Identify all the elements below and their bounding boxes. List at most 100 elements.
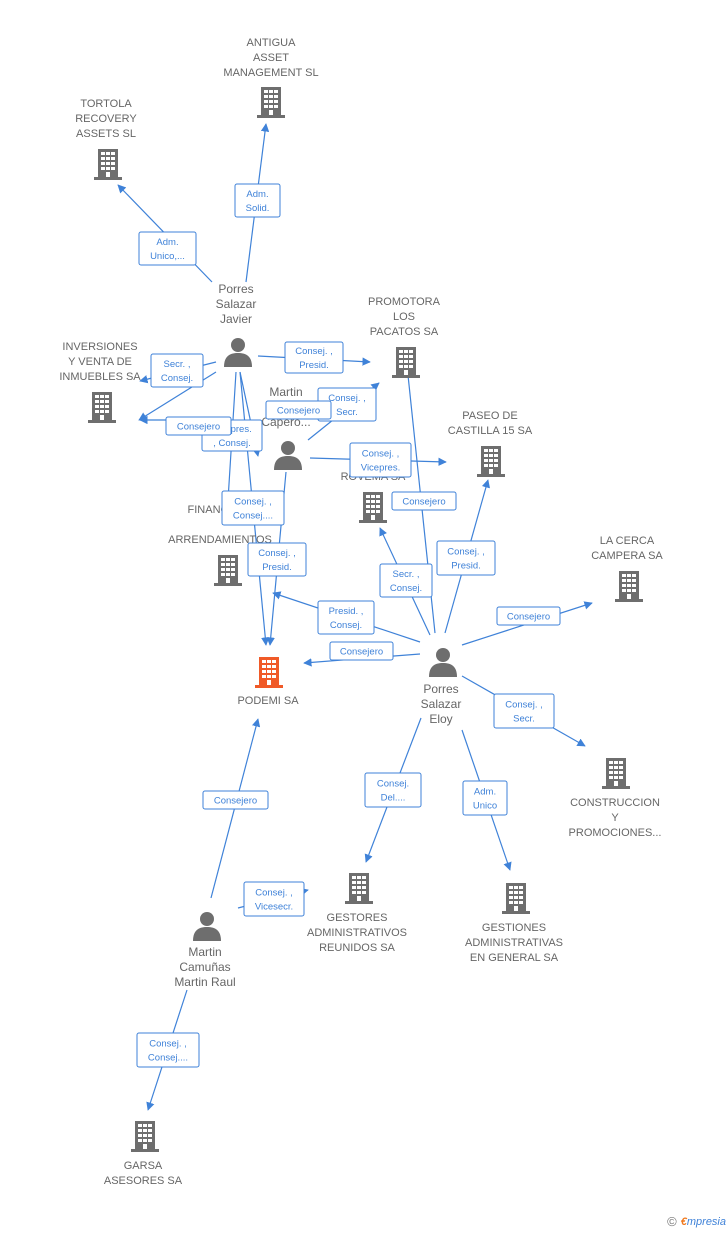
node-label-line: GESTIONES — [482, 922, 546, 934]
edge-label-box — [265, 400, 332, 420]
brand-initial: € — [680, 1215, 687, 1228]
edge-label-box — [436, 540, 496, 576]
edge-label-text: Vicepres. — [212, 424, 251, 435]
edge-label-box — [234, 183, 281, 218]
edge-label-text: , Consej. — [213, 438, 251, 449]
company-building-icon — [502, 883, 530, 914]
edge-label-eloy-to-promotora[interactable]: Consejero — [391, 491, 457, 511]
node-financiera[interactable]: FINANC — [188, 504, 229, 516]
company-building-icon — [214, 555, 242, 586]
edge-label-eloy-to-rovema[interactable]: Secr. ,Consej. — [379, 563, 433, 598]
node-label-line: PODEMI SA — [237, 695, 299, 707]
edge-label-text: Secr. , — [164, 359, 191, 370]
edge-label-text: Solid. — [246, 203, 270, 214]
company-building-icon — [392, 347, 420, 378]
edge-label-box — [496, 606, 561, 626]
node-label-line: TORTOLA — [80, 98, 132, 110]
edge-label-box — [247, 542, 307, 577]
edge-label-text: Consej. , — [255, 888, 293, 899]
edge-label-martin_c-to-paseo[interactable]: Consej. , Vicepres. — [349, 442, 412, 478]
edge-label-eloy-to-cerca[interactable]: Consejero — [496, 606, 561, 626]
edge-label-text: Adm. — [474, 787, 496, 798]
edge-label-text: Consej. , — [362, 449, 400, 460]
node-podemi[interactable]: PODEMI SA — [237, 657, 299, 707]
node-construccion[interactable]: CONSTRUCCIONYPROMOCIONES... — [569, 758, 662, 839]
edge-label-box — [202, 790, 269, 810]
node-label-line: ASSET — [253, 52, 289, 64]
empresia-logo[interactable]: €mpresia — [681, 1216, 726, 1228]
edge-label-text: Secr. — [336, 407, 358, 418]
edge-label-eloy-to-construccion[interactable]: Consej. ,Secr. — [493, 693, 555, 729]
edge-label-box — [138, 231, 197, 266]
node-label-line: INMUEBLES SA — [59, 371, 141, 383]
edge-label-javier-to-antigua[interactable]: Adm.Solid. — [234, 183, 281, 218]
node-label-line: FINANC — [188, 504, 229, 516]
edge-label-text: Consej. , — [234, 497, 272, 508]
edge-label-text: Consej.... — [148, 1053, 188, 1064]
edge-label-text: Consejero — [277, 406, 320, 417]
edge-label-box — [136, 1032, 200, 1068]
node-label-line: Martin Raul — [174, 975, 235, 989]
focus-company-icon — [255, 657, 283, 688]
company-building-icon — [602, 758, 630, 789]
edge-label-box — [329, 641, 394, 661]
edge-label-martin_c-to-inversiones[interactable]: Consejero — [165, 416, 232, 436]
edge-label-martin_c-to-podemi[interactable]: Consejero — [265, 400, 332, 420]
node-arrendamientos[interactable]: ARRENDAMIENTOS — [168, 534, 272, 586]
edge-label-text: Vicesecr. — [255, 902, 293, 913]
person-icon — [193, 912, 221, 941]
copyright-symbol: © — [667, 1214, 677, 1229]
edge-label-eloy-to-podemi[interactable]: Consejero — [329, 641, 394, 661]
edge-label-raul-to-gestores[interactable]: Consej. , Vicesecr. — [243, 881, 305, 917]
node-label-line: Martin — [269, 385, 302, 399]
edge-label-javier-to-inversiones[interactable]: Secr. ,Consej. — [150, 353, 204, 388]
edge-label-text: Consejero — [214, 796, 257, 807]
edge-label-text: Vicepres. — [361, 463, 400, 474]
node-label-line: CAMPERA SA — [591, 550, 663, 562]
edge-label-eloy-to-gestores[interactable]: Consej.Del.... — [364, 772, 422, 808]
edge-label-javier-to-promotora[interactable]: Consej. ,Presid. — [284, 341, 344, 374]
edge-label-text: Consejero — [340, 647, 383, 658]
node-label-line: PROMOCIONES... — [569, 827, 662, 839]
edge-label-eloy-to-paseo[interactable]: Consej. ,Presid. — [436, 540, 496, 576]
edge-label-box — [284, 341, 344, 374]
person-icon — [224, 338, 252, 367]
company-building-icon — [477, 446, 505, 477]
node-label-line: PASEO DE — [462, 410, 517, 422]
edge-label-eloy-to-arrendamientos[interactable]: Presid. ,Consej. — [317, 600, 375, 635]
edge-label-javier-to-financiera[interactable]: Consej. ,Consej.... — [221, 490, 285, 526]
node-label-line: Camuñas — [179, 960, 230, 974]
company-building-icon — [131, 1121, 159, 1152]
edge-label-box — [243, 881, 305, 917]
edge-label-javier-to-podemi[interactable]: Consej. ,Presid. — [247, 542, 307, 577]
edge-label-text: Consejero — [402, 497, 445, 508]
edge-label-raul-to-podemi[interactable]: Consejero — [202, 790, 269, 810]
edge-label-javier-to-tortola[interactable]: Adm.Unico,... — [138, 231, 197, 266]
edge-label-raul-to-garsa[interactable]: Consej. ,Consej.... — [136, 1032, 200, 1068]
edge-label-text: Secr. — [513, 714, 535, 725]
node-label-line: Porres — [218, 282, 253, 296]
node-label-line: Martin — [188, 945, 221, 959]
edge-label-eloy-to-gestiones[interactable]: Adm. Unico — [462, 780, 508, 816]
node-label-line: ASSETS SL — [76, 128, 136, 140]
edge-label-text: Secr. , — [393, 569, 420, 580]
node-martin_c[interactable]: MartinCCapero... — [261, 385, 311, 470]
edge-label-text: Unico — [473, 801, 497, 812]
node-label-line: GARSA — [124, 1160, 163, 1172]
node-label-line: Y VENTA DE — [68, 356, 132, 368]
node-label-line: Porres — [423, 682, 458, 696]
node-label-line: PROMOTORA — [368, 296, 441, 308]
